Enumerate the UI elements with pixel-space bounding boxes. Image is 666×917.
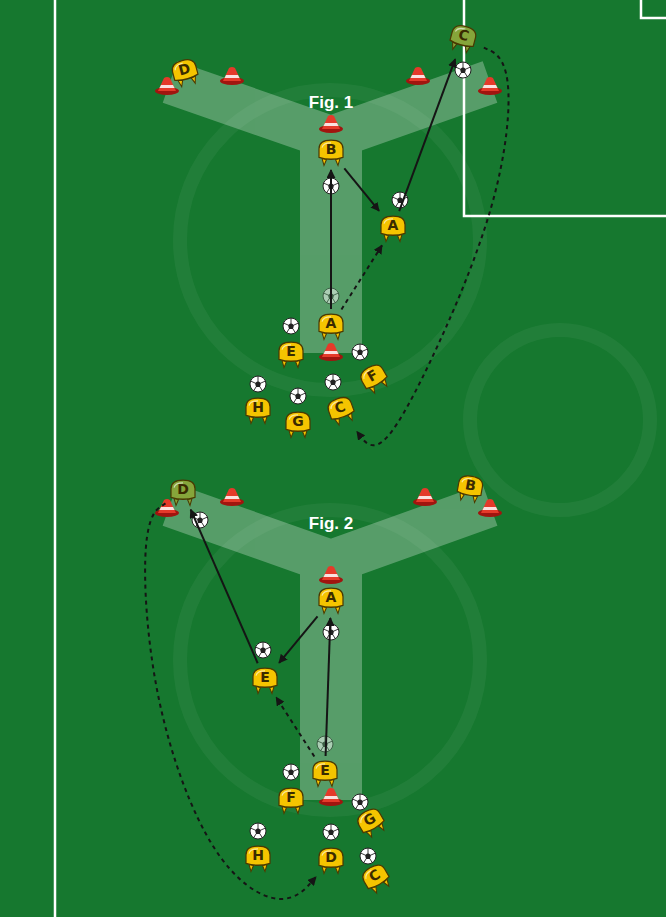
y-lane	[170, 505, 490, 800]
player-marker: A	[316, 586, 346, 614]
watermark	[180, 90, 650, 810]
player-letter: G	[292, 414, 304, 428]
pass-arrow	[399, 59, 455, 211]
player-letter: E	[260, 670, 270, 684]
player-body	[326, 395, 355, 421]
player-letter: F	[286, 790, 296, 804]
pass-arrow	[344, 168, 379, 211]
player-letter: E	[320, 763, 330, 777]
player-body	[246, 398, 270, 417]
player-marker: E	[276, 340, 306, 368]
player-body	[319, 314, 343, 333]
pitch-lines	[55, 0, 666, 917]
player-marker: B	[453, 472, 487, 505]
y-lane	[170, 82, 490, 353]
player-marker: F	[276, 786, 306, 814]
pass-arrow	[279, 616, 317, 663]
player-letter: E	[286, 344, 296, 358]
player-marker: B	[316, 138, 346, 166]
player-body	[358, 362, 388, 391]
pass-arrow	[191, 510, 258, 664]
player-letter: A	[388, 218, 399, 232]
pass-arrow	[326, 618, 331, 756]
player-body	[253, 668, 277, 687]
player-body	[450, 23, 478, 48]
run-arrow	[357, 48, 509, 446]
player-body	[319, 140, 343, 159]
player-letter: H	[252, 400, 264, 414]
player-marker: A	[316, 312, 346, 340]
player-body	[246, 846, 270, 865]
player-body	[279, 342, 303, 361]
run-arrow	[276, 697, 314, 756]
player-marker: D	[168, 478, 198, 506]
player-body	[170, 57, 198, 82]
pass-arrow	[330, 170, 332, 309]
player-letter: H	[252, 848, 264, 862]
player-marker: E	[310, 759, 340, 787]
player-marker: A	[378, 214, 408, 242]
player-body	[286, 412, 310, 431]
player-letter: B	[326, 142, 337, 156]
player-marker: C	[356, 858, 396, 897]
player-body	[319, 588, 343, 607]
player-marker: E	[250, 666, 280, 694]
player-body	[279, 788, 303, 807]
player-body	[360, 862, 390, 891]
player-marker: H	[243, 844, 273, 872]
player-letter: A	[326, 316, 337, 330]
player-marker: H	[243, 396, 273, 424]
run-arrow	[145, 503, 316, 899]
cones	[155, 67, 502, 806]
player-letter: A	[326, 590, 337, 604]
player-marker: C	[322, 392, 360, 429]
player-letter: D	[325, 850, 337, 864]
player-marker: D	[316, 846, 346, 874]
player-marker: G	[283, 410, 313, 438]
player-body	[313, 761, 337, 780]
player-body	[381, 216, 405, 235]
player-body	[355, 806, 385, 835]
run-arrow	[341, 245, 382, 309]
figure-label: Fig. 2	[309, 515, 353, 534]
player-body	[319, 848, 343, 867]
player-body	[171, 480, 195, 499]
player-marker: C	[445, 21, 481, 56]
balls	[192, 62, 471, 864]
player-letter: D	[177, 482, 189, 496]
figure-label: Fig. 1	[309, 94, 353, 113]
player-body	[457, 474, 484, 497]
